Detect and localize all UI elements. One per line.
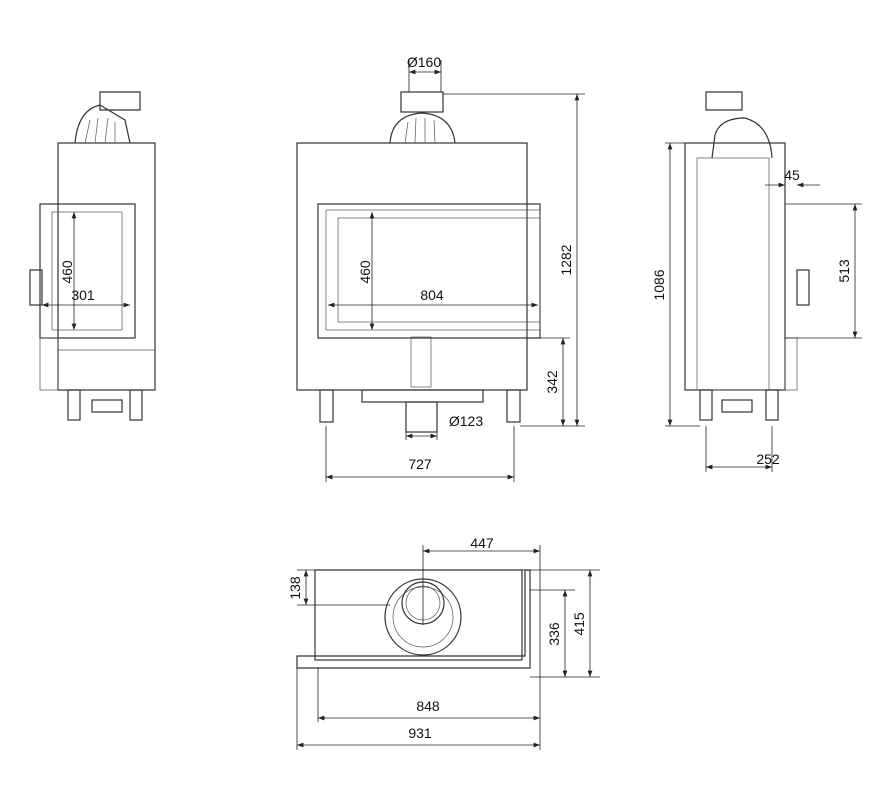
inner-depth: 336 [546,622,562,646]
door-height: 513 [836,259,852,283]
left-glass-width: 301 [71,287,95,303]
top-view: 447 138 336 415 848 931 [287,535,600,750]
right-side-view: 1086 45 513 252 [651,91,862,472]
leg-depth: 252 [756,451,780,467]
flue-offset: 447 [470,535,494,551]
total-depth: 415 [571,612,587,636]
front-glass-height: 460 [357,260,373,284]
inner-width: 848 [416,698,440,714]
front-view: Ø160 1282 460 804 342 Ø123 727 [296,54,585,482]
air-inlet-diameter: Ø123 [449,413,483,429]
leg-spacing: 727 [408,456,432,472]
front-glass-width: 804 [420,287,444,303]
offset: 45 [784,167,800,183]
left-side-view: 460 301 [29,91,156,421]
body-height: 1086 [651,269,667,300]
flue-depth: 138 [287,576,303,600]
left-glass-height: 460 [59,260,75,284]
total-height: 1282 [558,244,574,275]
flue-diameter: Ø160 [407,54,441,70]
door-bottom-height: 342 [544,370,560,394]
total-width: 931 [408,725,432,741]
